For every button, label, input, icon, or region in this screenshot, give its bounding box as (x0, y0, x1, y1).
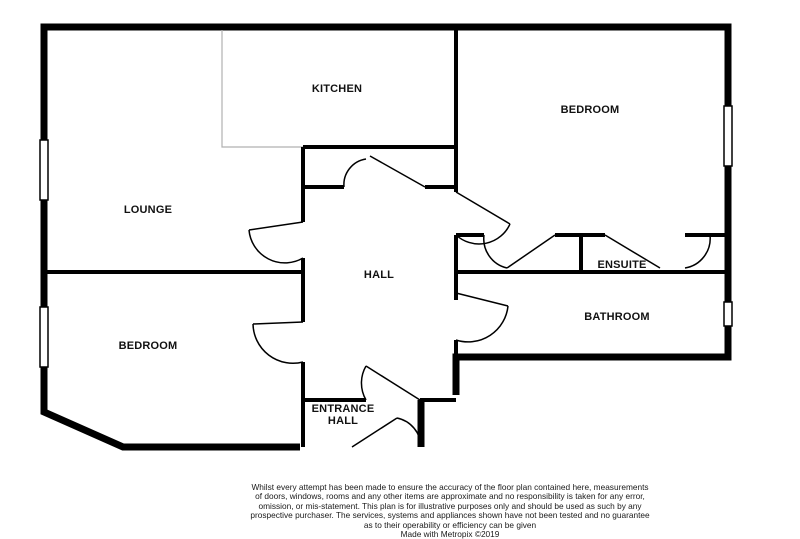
disclaimer-line: Whilst every attempt has been made to en… (251, 482, 649, 492)
label-hall: HALL (364, 269, 394, 281)
outer-wall-main (40, 23, 732, 451)
door-bedroom-main-leaf (455, 191, 511, 225)
label-entrance-hall-line1: ENTRANCE (312, 403, 375, 415)
disclaimer-text: Whilst every attempt has been made to en… (160, 482, 740, 539)
label-lounge: LOUNGE (124, 204, 172, 216)
window-bedroom-right (723, 105, 733, 167)
windows (39, 105, 733, 368)
kitchen-partitions (221, 30, 303, 148)
label-bedroom-main: BEDROOM (561, 104, 620, 116)
door-lounge-swing (248, 229, 304, 264)
door-front-swing (396, 417, 422, 448)
kitchen-partition-line (221, 30, 303, 148)
disclaimer-line: of doors, windows, rooms and any other i… (255, 491, 645, 502)
door-ensuite-left-swing (483, 234, 508, 269)
door-lounge-leaf (248, 221, 304, 231)
outer-walls (40, 23, 732, 451)
window-bathroom (723, 301, 733, 327)
room-labels: KITCHEN BEDROOM LOUNGE HALL ENSUITE BATH… (119, 83, 650, 427)
door-entrance-inner-swing (360, 365, 367, 401)
disclaimer-line: omission, or mis-statement. This plan is… (258, 500, 642, 511)
label-entrance-hall-line2: HALL (328, 415, 358, 427)
label-kitchen: KITCHEN (312, 83, 362, 95)
door-bedroom-main-swing (455, 223, 511, 245)
window-lounge (39, 139, 49, 201)
door-ensuite-right-leaf (604, 234, 661, 269)
interior-walls (47, 30, 725, 447)
label-bedroom-second: BEDROOM (119, 340, 178, 352)
door-bedroom-second-swing (252, 323, 304, 365)
disclaimer-line: prospective purchaser. The services, sys… (250, 510, 650, 521)
door-bedroom-second-leaf (252, 321, 304, 325)
door-entrance-inner-leaf (365, 365, 421, 401)
door-bathroom-swing (455, 305, 509, 343)
door-front-leaf (351, 417, 398, 448)
disclaimer-line: as to their operability or efficiency ca… (363, 519, 537, 530)
doors (248, 155, 711, 448)
label-ensuite: ENSUITE (597, 259, 646, 271)
door-ensuite-right-swing (684, 234, 711, 269)
door-cupboard-leaf (369, 155, 426, 188)
label-bathroom: BATHROOM (584, 311, 650, 323)
door-ensuite-left-leaf (506, 234, 556, 269)
window-bedroom-left (39, 306, 49, 368)
door-bathroom-leaf (455, 292, 509, 307)
metropix-credit: Made with Metropix ©2019 (400, 529, 500, 539)
door-cupboard-swing (343, 158, 367, 188)
